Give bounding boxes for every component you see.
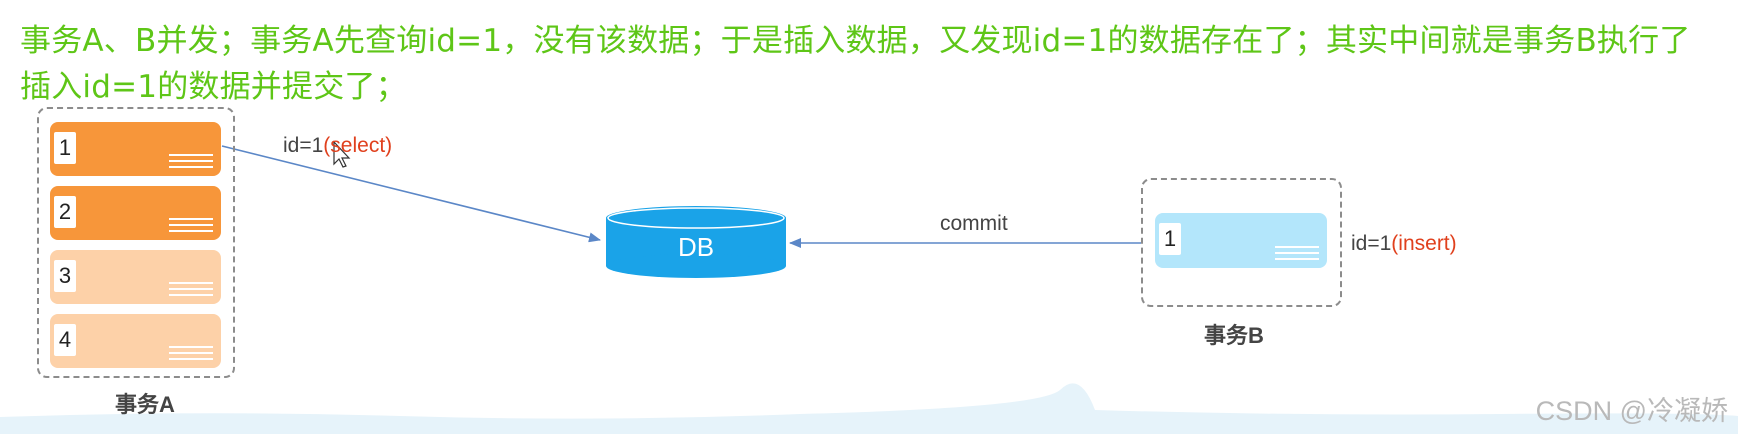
watermark: CSDN @冷凝娇 bbox=[1535, 396, 1728, 426]
transaction-a-row-1: 1 bbox=[50, 122, 221, 176]
transaction-b-box bbox=[1141, 178, 1342, 307]
row-number: 1 bbox=[1159, 223, 1181, 255]
transaction-a-row-4: 4 bbox=[50, 314, 221, 368]
row-lines-icon bbox=[1275, 242, 1319, 260]
row-lines-icon bbox=[169, 278, 213, 296]
select-arrow bbox=[221, 145, 601, 243]
commit-label: commit bbox=[940, 212, 1008, 235]
transaction-b-row-1: 1 bbox=[1155, 213, 1327, 268]
row-lines-icon bbox=[169, 342, 213, 360]
insert-query-id: id=1 bbox=[1351, 232, 1392, 255]
row-number: 3 bbox=[54, 260, 76, 292]
row-lines-icon bbox=[169, 214, 213, 232]
mouse-cursor-icon bbox=[333, 140, 351, 168]
bottom-wave-decoration bbox=[0, 383, 1738, 434]
transaction-a-row-2: 2 bbox=[50, 186, 221, 240]
database-cylinder bbox=[606, 206, 786, 278]
database-label: DB bbox=[677, 232, 715, 262]
row-number: 4 bbox=[54, 324, 76, 356]
transaction-a-row-3: 3 bbox=[50, 250, 221, 304]
row-number: 2 bbox=[54, 196, 76, 228]
insert-query-keyword: (insert) bbox=[1391, 232, 1457, 255]
insert-query-label: id=1(insert) bbox=[1351, 232, 1457, 256]
description-caption: 事务A、B并发；事务A先查询id=1，没有该数据；于是插入数据，又发现id=1的… bbox=[20, 23, 1691, 105]
transaction-a-label: 事务A bbox=[115, 392, 175, 417]
transaction-a-box bbox=[37, 107, 235, 378]
select-query-id: id=1 bbox=[283, 134, 324, 157]
row-lines-icon bbox=[169, 150, 213, 168]
select-query-label: id=1(select) bbox=[283, 134, 392, 158]
row-number: 1 bbox=[54, 132, 76, 164]
transaction-b-label: 事务B bbox=[1204, 323, 1264, 348]
select-query-keyword: (select) bbox=[323, 134, 393, 157]
